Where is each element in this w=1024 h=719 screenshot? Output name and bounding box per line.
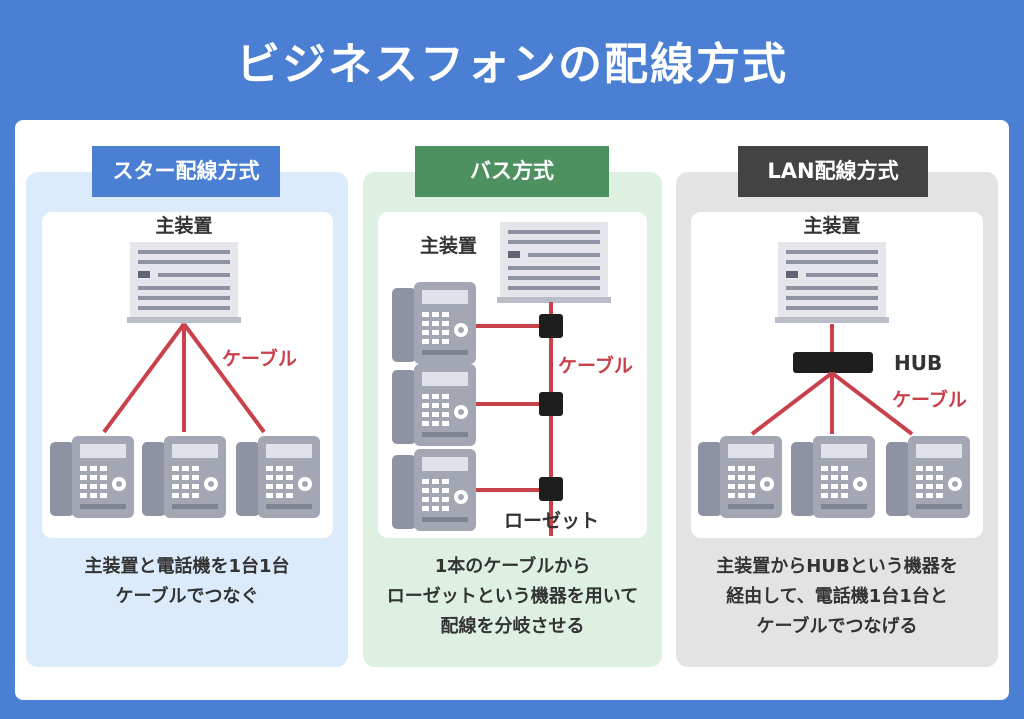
phone-icon [142, 436, 226, 518]
bus-cable-label: ケーブル [558, 354, 633, 377]
bus-diagram: 主装置 ケーブル ローゼット [392, 222, 633, 536]
lan-main-unit-icon [775, 242, 889, 323]
lan-cable-label: ケーブル [892, 388, 967, 411]
hub-icon [793, 352, 873, 373]
phone-icon [392, 364, 476, 446]
rosette-icon [539, 477, 563, 501]
lan-description: 主装置からHUBという機器を 経由して、電話機1台1台と ケーブルでつなげる [716, 556, 958, 637]
phone-icon [392, 449, 476, 531]
page-title: ビジネスフォンの配線方式 [236, 39, 788, 90]
phone-icon [392, 282, 476, 364]
phone-icon [698, 436, 782, 518]
star-description: 主装置と電話機を1台1台 ケーブルでつなぐ [84, 556, 290, 607]
bus-label: バス方式 [415, 146, 609, 197]
star-cables [102, 322, 266, 434]
lan-main-unit-label: 主装置 [803, 214, 860, 237]
phone-icon [791, 436, 875, 518]
bus-description: 1本のケーブルから ローゼットという機器を用いて 配線を分岐させる [386, 556, 639, 637]
star-label: スター配線方式 [92, 146, 280, 197]
star-diagram: 主装置 ケーブル [50, 214, 320, 518]
lan-cables [750, 371, 914, 436]
phone-icon [886, 436, 970, 518]
rosette-icon [539, 314, 563, 338]
lan-label: LAN配線方式 [738, 146, 928, 197]
lan-diagram: 主装置 HUB ケーブル [698, 214, 970, 518]
bus-main-unit-icon [497, 222, 611, 303]
hub-label: HUB [894, 351, 942, 375]
phone-icon [236, 436, 320, 518]
star-main-unit-label: 主装置 [155, 214, 212, 237]
bus-outlet-label: ローゼット [504, 509, 599, 532]
star-main-unit-icon [127, 242, 241, 323]
star-cable-label: ケーブル [222, 347, 297, 370]
bus-branch-cables [474, 324, 551, 492]
bus-main-unit-label: 主装置 [420, 234, 477, 257]
phone-icon [50, 436, 134, 518]
rosette-icon [539, 392, 563, 416]
